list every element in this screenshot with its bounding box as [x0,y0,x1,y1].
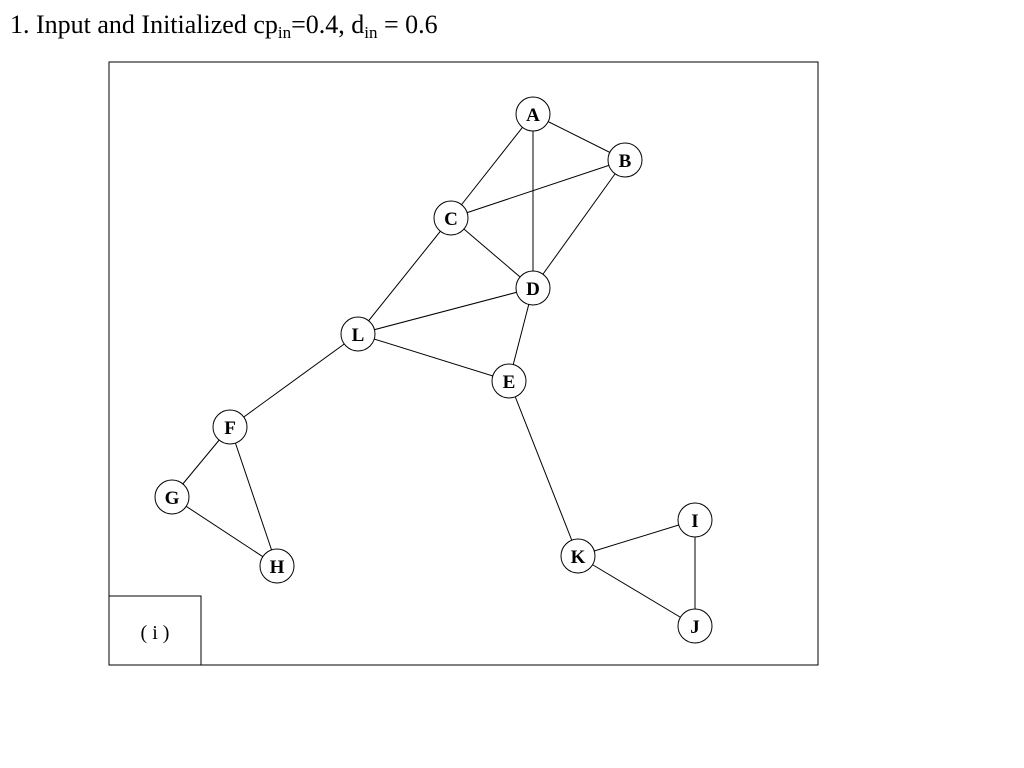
node-k: K [560,538,596,574]
node-label: G [165,488,180,509]
node-circle [154,479,190,515]
title-cp-value: =0.4, d [291,10,365,39]
node-label: D [526,279,540,300]
edge-f-h [229,426,278,567]
edge-c-l [357,217,452,335]
edge-l-e [357,333,510,382]
nodes-layer: A B C D E L F G H I J K [154,96,713,644]
panel-label-box [108,595,202,666]
node-circle [607,142,643,178]
edges-layer [171,113,696,627]
edge-b-d [532,159,626,289]
node-h: H [259,548,295,584]
edge-k-j [577,555,696,627]
node-label: K [571,547,586,568]
node-label: J [690,617,700,638]
node-circle [677,608,713,644]
diagram-frame [108,61,819,666]
node-label: I [691,511,698,532]
node-label: H [270,557,285,578]
edge-c-d [450,217,534,289]
slide-title: 1. Input and Initialized cpin=0.4, din =… [10,8,438,42]
node-l: L [340,316,376,352]
node-i: I [677,502,713,538]
title-d-value: = 0.6 [377,10,438,39]
edge-e-k [508,380,579,557]
edge-d-l [357,287,534,335]
title-prefix: 1. Input and Initialized cp [10,10,278,39]
node-circle [491,363,527,399]
node-circle [212,409,248,445]
title-cp-subscript: in [277,23,292,42]
node-j: J [677,608,713,644]
node-circle [515,96,551,132]
node-b: B [607,142,643,178]
node-a: A [515,96,551,132]
node-d: D [515,270,551,306]
node-f: F [212,409,248,445]
node-e: E [491,363,527,399]
node-circle [340,316,376,352]
edge-a-c [450,113,534,219]
node-label: L [352,325,365,346]
node-label: C [444,209,458,230]
panel-label: ( i ) [141,622,170,644]
node-circle [515,270,551,306]
node-label: E [503,372,516,393]
node-circle [433,200,469,236]
edge-b-c [450,159,626,219]
node-c: C [433,200,469,236]
node-circle [560,538,596,574]
edge-l-f [229,333,359,428]
edge-k-i [577,519,696,557]
node-circle [259,548,295,584]
node-label: F [224,418,236,439]
node-circle [677,502,713,538]
node-g: G [154,479,190,515]
node-label: B [619,151,632,172]
title-d-subscript: in [364,23,378,42]
edge-g-h [171,496,278,567]
node-label: A [526,105,540,126]
